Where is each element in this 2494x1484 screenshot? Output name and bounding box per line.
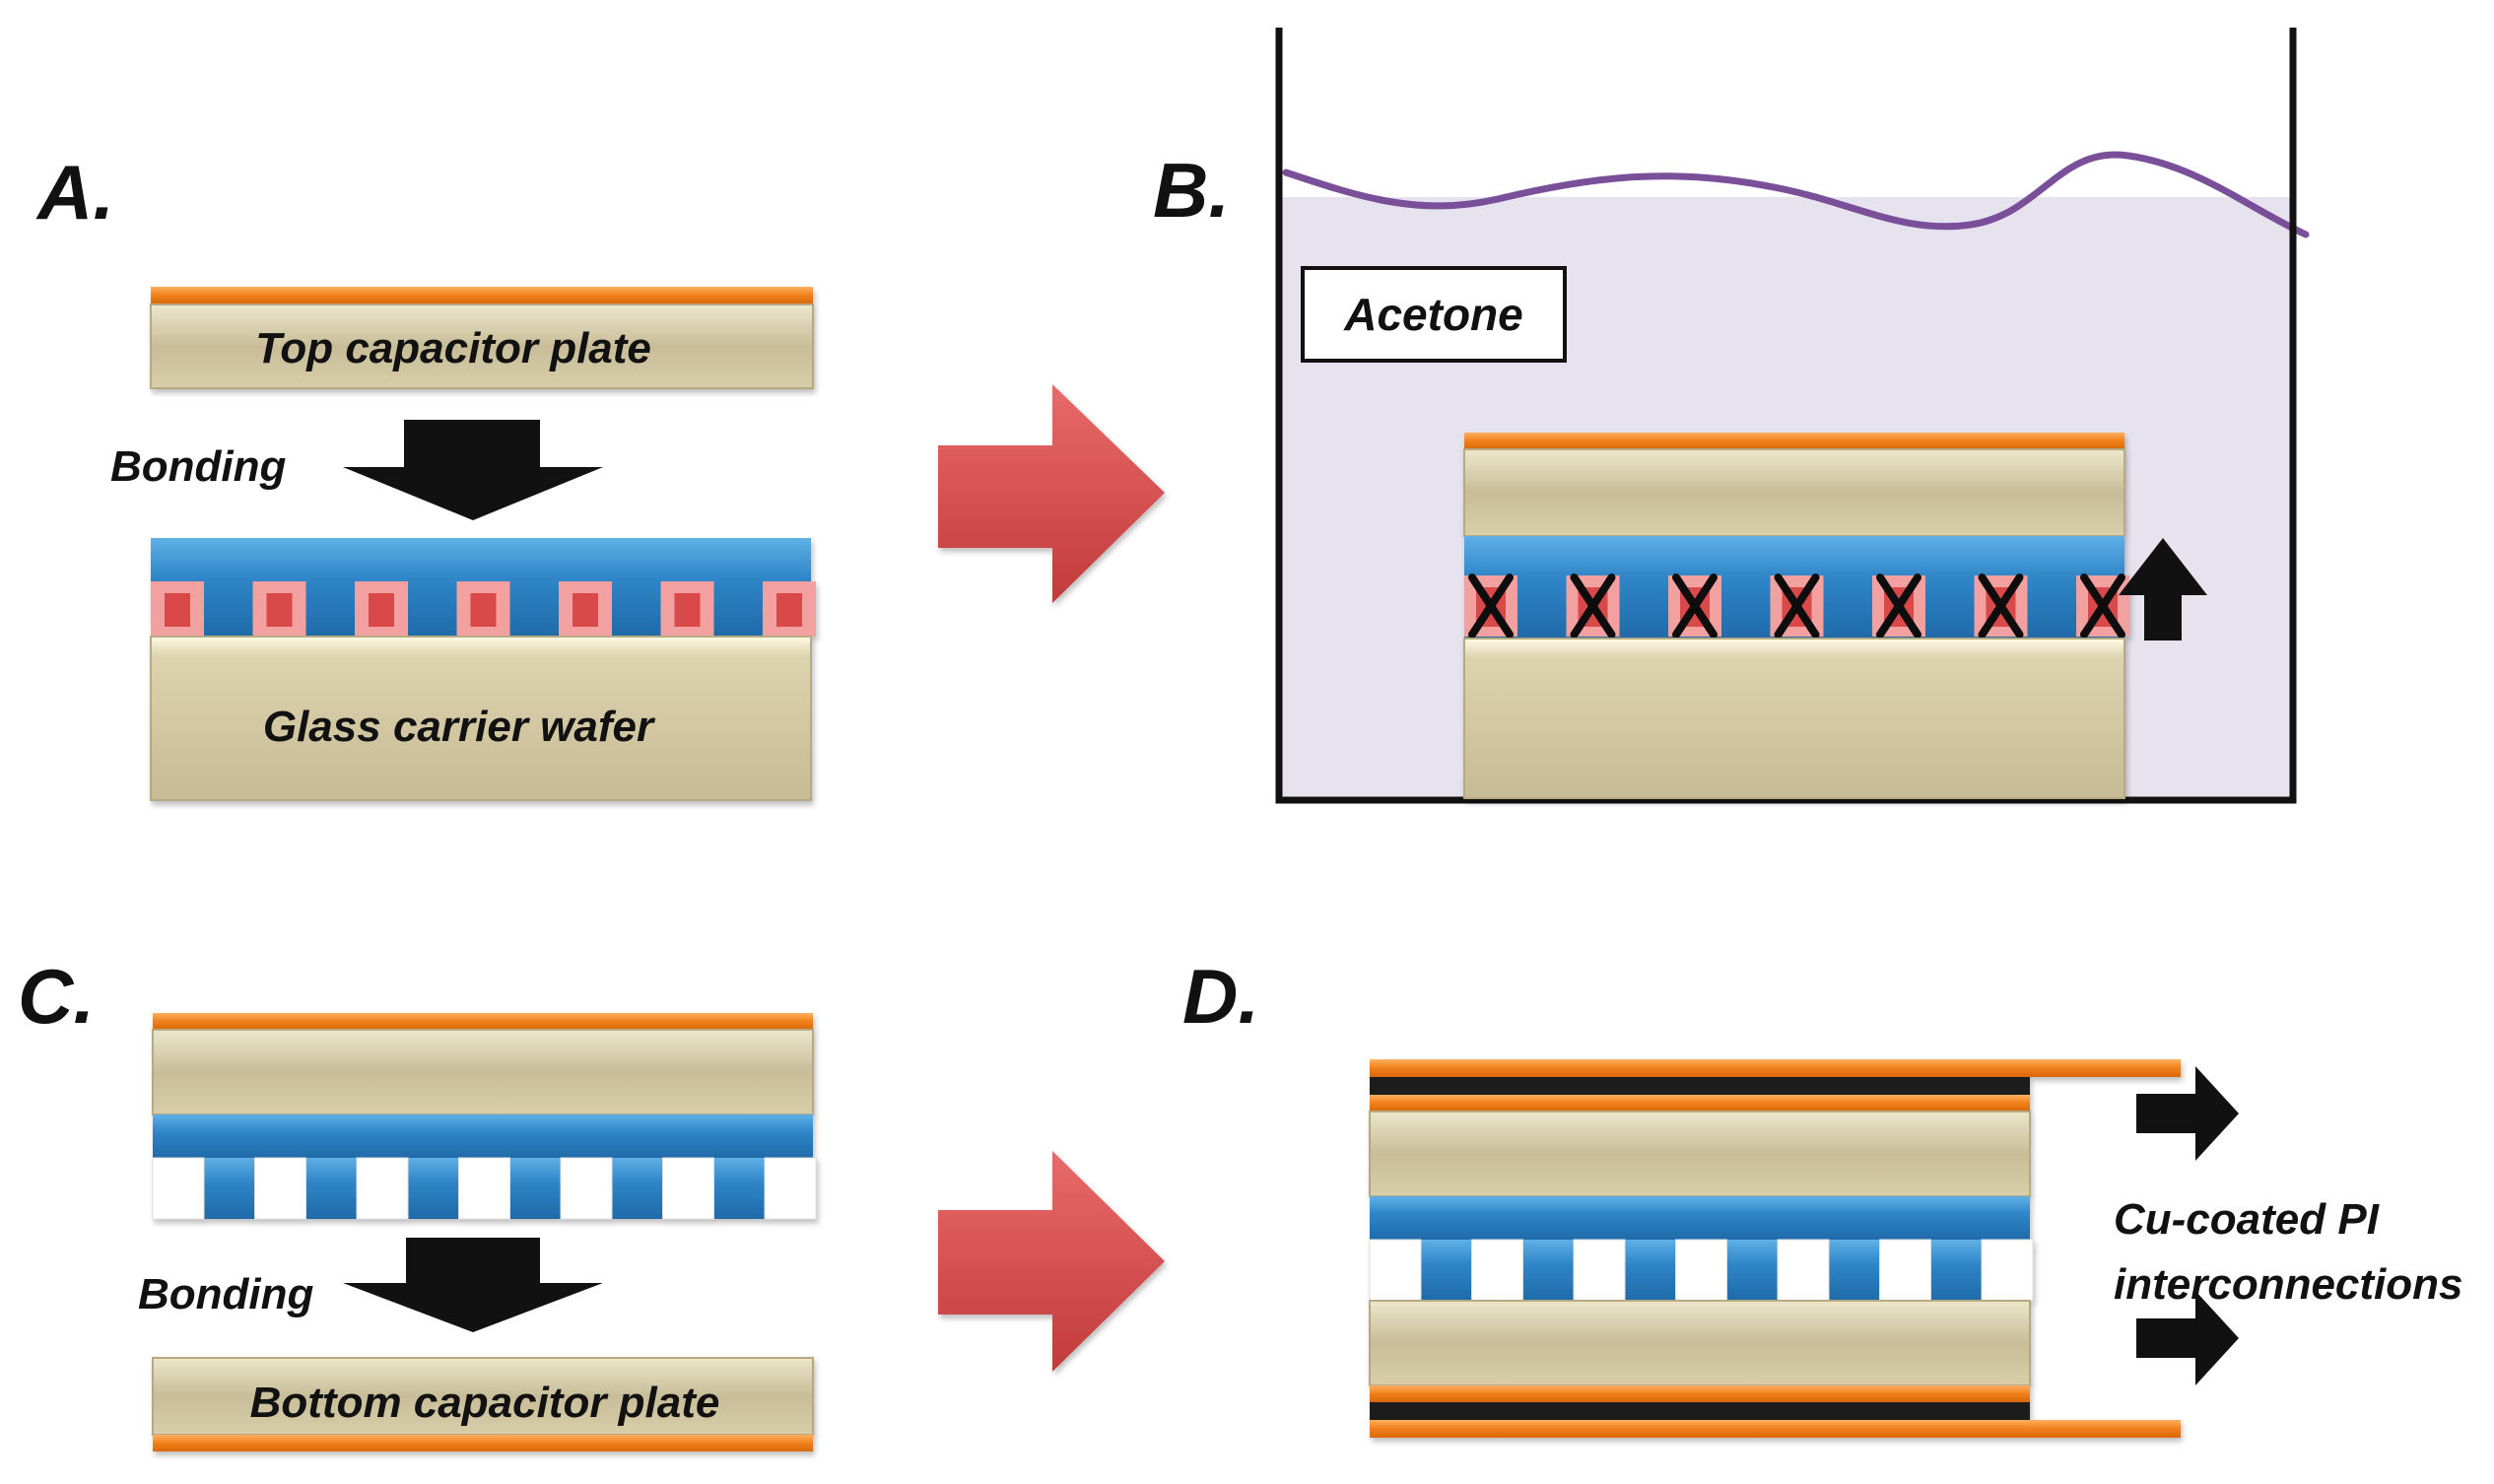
sacrificial-pad xyxy=(355,581,408,637)
bottom-plate-body xyxy=(1369,1300,2031,1386)
air-gap xyxy=(1369,1239,1422,1302)
lift-arrow-up-icon xyxy=(2119,538,2207,641)
interconnect-label-line1: Cu-coated PI xyxy=(2114,1195,2380,1244)
air-gap xyxy=(254,1157,306,1220)
panel-b: B. Acetone xyxy=(1153,28,2310,804)
dissolving-pad xyxy=(1566,573,1620,639)
dissolving-pad xyxy=(1668,573,1721,639)
copper-film xyxy=(153,1013,813,1030)
blue-layer xyxy=(153,1114,813,1158)
bonding-label: Bonding xyxy=(110,442,287,491)
submerged-stack xyxy=(1463,433,2129,799)
bonding-label: Bonding xyxy=(138,1270,314,1318)
panel-b-letter: B. xyxy=(1153,147,1230,234)
blue-layer xyxy=(1370,1196,2030,1240)
dissolving-pads xyxy=(1464,573,2129,639)
pillar-layer xyxy=(152,1157,817,1220)
black-bond-layer xyxy=(1370,1402,2030,1420)
process-arrow-right-icon xyxy=(938,1151,1165,1372)
glass-wafer-stack xyxy=(150,538,816,801)
x-mark-icon xyxy=(2080,573,2125,639)
x-mark-icon xyxy=(1468,573,1514,639)
dissolving-pad xyxy=(1770,573,1824,639)
copper-film xyxy=(1464,433,2124,449)
pillar-layer xyxy=(1369,1239,2034,1302)
plate-body xyxy=(152,1357,814,1436)
top-plate-body xyxy=(1463,448,2125,537)
glass-carrier-wafer xyxy=(1463,638,2125,799)
pad-inner xyxy=(470,593,497,627)
x-mark-icon xyxy=(1876,573,1921,639)
dissolving-pad xyxy=(2076,573,2129,639)
bonding-arrow-down-icon xyxy=(343,420,603,520)
dissolving-pad xyxy=(1974,573,2028,639)
glass-carrier-wafer xyxy=(150,636,812,801)
bottom-plate-label: Bottom capacitor plate xyxy=(250,1379,720,1427)
interconnect-label-line2: interconnections xyxy=(2114,1260,2463,1309)
air-gap xyxy=(1777,1239,1830,1302)
air-gap xyxy=(1981,1239,2034,1302)
top-plate-body xyxy=(1369,1111,2031,1197)
sacrificial-pad xyxy=(559,581,612,637)
cu-coated-pi-bottom xyxy=(1370,1420,2181,1438)
liquid-surface-line xyxy=(1282,151,2310,238)
air-gap xyxy=(1675,1239,1727,1302)
bottom-capacitor-plate xyxy=(152,1357,814,1451)
top-capacitor-plate xyxy=(150,287,814,389)
air-gap xyxy=(1471,1239,1523,1302)
pad-inner xyxy=(165,593,190,627)
dissolving-pad xyxy=(1872,573,1925,639)
pad-inner xyxy=(573,593,598,627)
sacrificial-pad xyxy=(456,581,510,637)
pad-inner xyxy=(674,593,701,627)
output-arrow-right-icon xyxy=(2136,1066,2239,1161)
sacrificial-pad xyxy=(660,581,714,637)
panel-d: D. Cu-coated PI interconnections xyxy=(1182,953,2463,1438)
pad-inner xyxy=(776,593,802,627)
copper-film xyxy=(1370,1095,2030,1112)
acetone-label-box xyxy=(1301,266,1567,363)
copper-film xyxy=(1370,1385,2030,1402)
panel-d-letter: D. xyxy=(1182,953,1259,1040)
dissolving-pad xyxy=(1464,573,1517,639)
sacrificial-pad xyxy=(252,581,306,637)
x-mark-icon xyxy=(1570,573,1616,639)
released-top-stack xyxy=(152,1013,817,1220)
x-mark-icon xyxy=(1774,573,1820,639)
top-plate-label: Top capacitor plate xyxy=(255,324,651,372)
black-bond-layer xyxy=(1370,1077,2030,1095)
sacrificial-pad xyxy=(151,581,204,637)
panel-a: A. Top capacitor plate Bonding Glass car… xyxy=(35,149,816,801)
final-capacitor-stack xyxy=(1369,1059,2181,1438)
air-gap xyxy=(458,1157,510,1220)
copper-film xyxy=(151,287,813,304)
air-gap xyxy=(764,1157,817,1220)
panel-c: C. Bonding Bottom capacitor plate xyxy=(18,953,817,1451)
x-mark-icon xyxy=(1672,573,1718,639)
copper-film xyxy=(153,1435,813,1451)
process-arrow-right-icon xyxy=(938,384,1165,603)
plate-body xyxy=(150,304,814,389)
panel-a-letter: A. xyxy=(35,149,114,236)
beaker xyxy=(1275,28,2297,804)
panel-c-letter: C. xyxy=(18,953,95,1040)
air-gap xyxy=(152,1157,205,1220)
air-gap xyxy=(356,1157,409,1220)
sacrificial-pads xyxy=(151,581,816,637)
bonding-arrow-down-icon xyxy=(343,1238,603,1332)
air-gap xyxy=(1879,1239,1931,1302)
x-mark-icon xyxy=(1978,573,2024,639)
air-gap xyxy=(560,1157,613,1220)
glass-wafer-label: Glass carrier wafer xyxy=(263,703,656,751)
acetone-label: Acetone xyxy=(1343,289,1522,340)
pad-inner xyxy=(266,593,293,627)
pad-inner xyxy=(369,593,394,627)
air-gap xyxy=(662,1157,714,1220)
air-gap xyxy=(1573,1239,1626,1302)
cu-coated-pi-top xyxy=(1370,1059,2181,1077)
sacrificial-pad xyxy=(763,581,816,637)
output-arrow-right-icon xyxy=(2136,1291,2239,1385)
top-plate-body xyxy=(152,1029,814,1115)
